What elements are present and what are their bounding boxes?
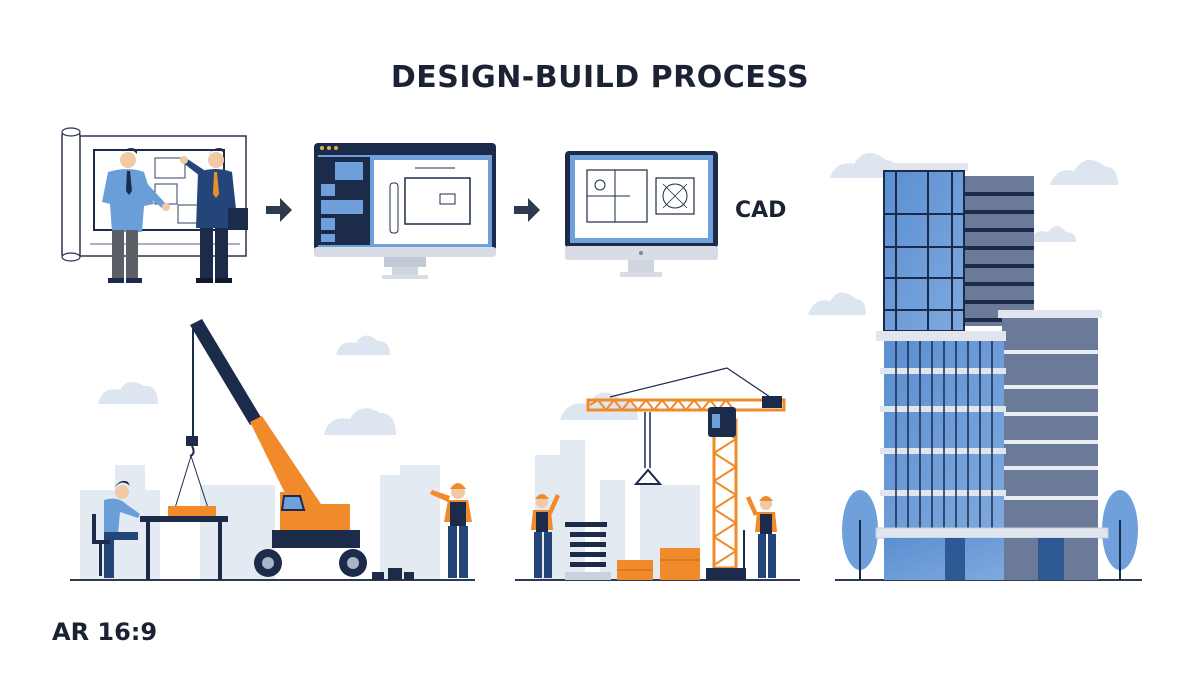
cad-label: CAD <box>735 198 787 223</box>
digital-design-monitor <box>314 143 496 279</box>
clouds <box>98 152 1118 435</box>
mobile-crane-scene <box>70 319 475 581</box>
tower-crane-scene <box>515 367 800 581</box>
completed-building <box>835 163 1142 581</box>
design-meeting-scene <box>61 127 248 283</box>
page-title: DESIGN-BUILD PROCESS <box>390 60 810 95</box>
cad-monitor <box>565 151 718 277</box>
arrow-right-icon <box>514 198 540 222</box>
aspect-ratio-label: AR 16:9 <box>52 618 158 646</box>
arrow-right-icon <box>266 198 292 222</box>
